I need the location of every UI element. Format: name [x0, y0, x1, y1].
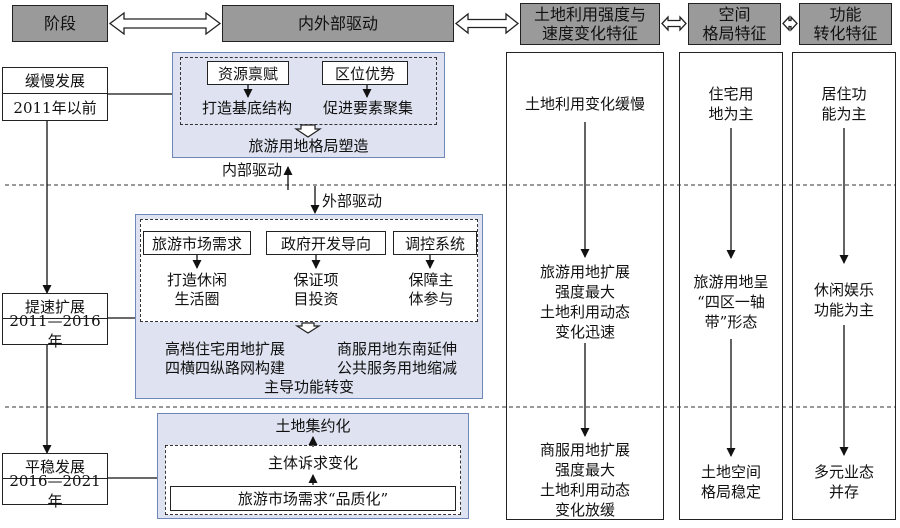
header-drivers: 内外部驱动: [222, 5, 454, 42]
function-phase1: 居住功能为主: [821, 85, 867, 123]
stage-stable-development: 平稳发展 2016—2021年: [2, 453, 108, 510]
stage-accelerated-expansion: 提速扩展 2011—2016年: [2, 293, 108, 350]
result-housing-expansion: 高档住宅用地扩展: [164, 340, 285, 358]
label-internal-drive: 内部驱动: [221, 161, 282, 179]
result-commercial-extension: 商服用地东南延伸: [336, 340, 457, 358]
factor-resource-endowment: 资源禀赋: [207, 61, 289, 85]
stage-name: 平稳发展: [3, 454, 107, 479]
label-external-drive: 外部驱动: [322, 192, 383, 210]
header-intensity: 土地利用强度与速度变化特征: [520, 3, 660, 45]
stage-slow-development: 缓慢发展 2011年以前: [2, 67, 108, 121]
result-road-network: 四横四纵路网构建: [164, 359, 285, 377]
phase3-quality-demand: 旅游市场需求“品质化”: [170, 486, 456, 511]
intensity-phase2: 旅游用地扩展强度最大土地利用动态变化迅速: [539, 263, 630, 341]
phase3-land-intensification: 土地集约化: [275, 417, 351, 435]
stage-name: 缓慢发展: [3, 68, 107, 94]
result-public-service-reduction: 公共服务用地缩减: [336, 359, 457, 377]
result-function-transition: 主导功能转变: [263, 378, 354, 396]
header-function: 功能转化特征: [799, 3, 892, 45]
pattern-phase1: 住宅用地为主: [708, 85, 754, 123]
effect-base-structure: 打造基底结构: [201, 99, 292, 117]
pattern-phase3: 土地空间格局稳定: [700, 463, 761, 501]
function-phase3: 多元业态并存: [813, 463, 874, 501]
result-tourism-land-pattern: 旅游用地格局塑造: [248, 137, 369, 155]
effect-factor-agglomeration: 促进要素聚集: [322, 99, 413, 117]
effect-subject-participation: 保障主体参与: [408, 271, 454, 308]
function-phase2: 休闲娱乐功能为主: [813, 281, 874, 319]
pattern-phase2: 旅游用地呈“四区一轴带”形态: [693, 273, 769, 331]
header-pattern: 空间格局特征: [688, 3, 781, 45]
factor-tourism-market-demand: 旅游市场需求: [143, 231, 251, 255]
phase3-subject-demand-change: 主体诉求变化: [267, 454, 358, 472]
effect-project-investment: 保证项目投资: [293, 271, 339, 308]
factor-government-guidance: 政府开发导向: [266, 231, 386, 255]
stage-period: 2011年以前: [13, 98, 97, 117]
header-stage: 阶段: [12, 5, 108, 42]
stage-name: 提速扩展: [3, 294, 107, 319]
factor-regulation-system: 调控系统: [393, 231, 477, 255]
effect-leisure-circle: 打造休闲生活圈: [166, 271, 227, 308]
intensity-phase3: 商服用地扩展强度最大土地利用动态变化放缓: [539, 441, 630, 519]
stage-period: 2016—2021年: [9, 472, 101, 510]
stage-period: 2011—2016年: [9, 312, 101, 350]
factor-location-advantage: 区位优势: [322, 61, 408, 85]
intensity-phase1: 土地利用变化缓慢: [524, 95, 645, 113]
